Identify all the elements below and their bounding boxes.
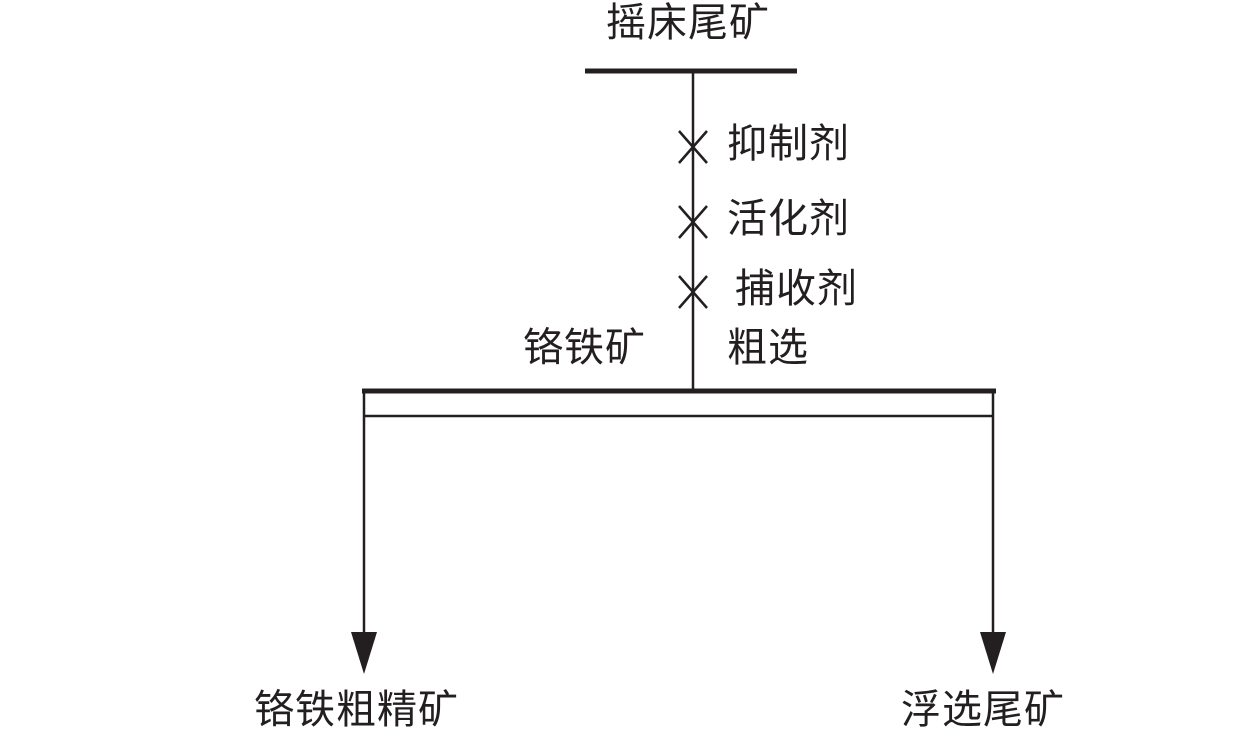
- tailings-product-label: 浮选尾矿: [901, 687, 1065, 733]
- mineral-label: 铬铁矿: [523, 325, 646, 371]
- feed-label: 摇床尾矿: [606, 0, 770, 46]
- reagent-cross-1: [678, 130, 708, 164]
- concentrate-product-label: 铬铁粗精矿: [254, 687, 459, 733]
- reagent-label-depressant: 抑制剂: [727, 121, 850, 167]
- reagent-label-collector: 捕收剂: [735, 266, 858, 312]
- reagent-cross-2: [678, 205, 708, 239]
- concentrate-arrow-head: [351, 632, 377, 674]
- reagent-cross-3: [678, 275, 708, 309]
- tailings-arrow-head: [980, 632, 1006, 674]
- reagent-label-activator: 活化剂: [727, 196, 850, 242]
- operation-label: 粗选: [727, 325, 809, 371]
